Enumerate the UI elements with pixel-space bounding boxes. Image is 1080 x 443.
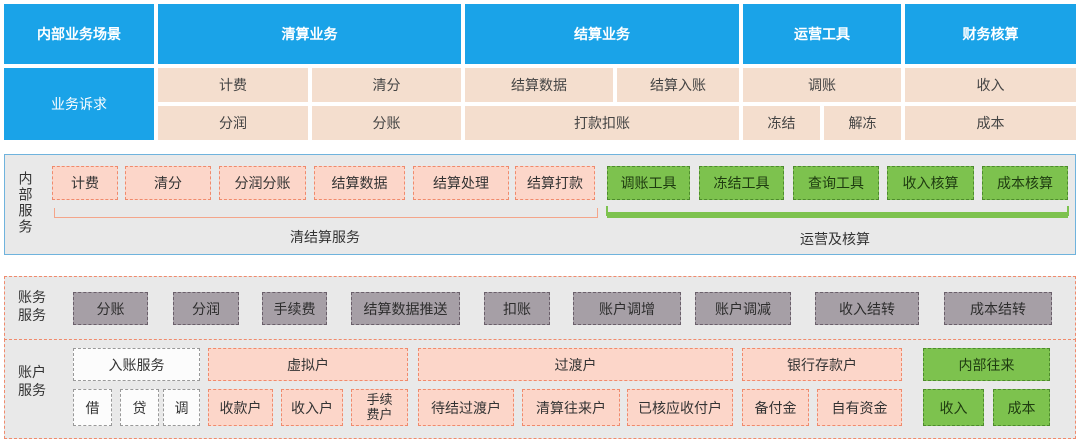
- bank-own-funds: 自有资金: [817, 389, 902, 426]
- demand-split: 分账: [312, 106, 461, 140]
- header-clearing: 清算业务: [158, 4, 461, 64]
- header-scenario: 内部业务场景: [4, 4, 154, 64]
- row-label-demand: 业务诉求: [4, 68, 154, 140]
- demand-income: 收入: [905, 68, 1076, 102]
- demand-settle-entry: 结算入账: [617, 68, 739, 102]
- service-clearing: 清分: [125, 166, 211, 200]
- virtual-income-account: 收入户: [281, 389, 343, 426]
- clearing-bracket: [54, 208, 598, 218]
- transit-pending-account: 待结过渡户: [418, 389, 514, 426]
- service-settle-payout: 结算打款: [515, 166, 595, 200]
- virtual-receipt-account: 收款户: [208, 389, 273, 426]
- demand-clearing: 清分: [312, 68, 461, 102]
- ops-bracket: [607, 212, 1068, 218]
- demand-settle-data: 结算数据: [465, 68, 613, 102]
- account-services-label: 账户服务: [12, 362, 52, 402]
- group-transit-account: 过渡户: [418, 348, 733, 381]
- ops-bracket-right: [1067, 206, 1069, 216]
- demand-unfreeze: 解冻: [824, 106, 901, 140]
- ledger-account-decrease: 账户调减: [695, 292, 791, 325]
- ledger-services-label: 账务服务: [12, 287, 52, 327]
- ledger-fee: 手续费: [262, 292, 327, 325]
- service-profit-split: 分润分账: [219, 166, 306, 200]
- transit-clearing-account: 清算往来户: [522, 389, 620, 426]
- header-settlement: 结算业务: [465, 4, 739, 64]
- internal-services-label: 内部服务: [16, 171, 33, 235]
- tool-query: 查询工具: [793, 166, 879, 200]
- ledger-cost-transfer: 成本结转: [944, 292, 1052, 325]
- ops-bracket-left: [606, 206, 608, 216]
- tool-cost-accounting: 成本核算: [982, 166, 1068, 200]
- virtual-fee-label: 手续费户: [366, 392, 393, 423]
- ledger-settle-push: 结算数据推送: [351, 292, 460, 325]
- service-billing: 计费: [52, 166, 118, 200]
- ledger-account-increase: 账户调增: [573, 292, 681, 325]
- group-virtual-account: 虚拟户: [208, 348, 408, 381]
- demand-payout: 打款扣账: [465, 106, 739, 140]
- demand-billing: 计费: [158, 68, 308, 102]
- service-settle-process: 结算处理: [413, 166, 509, 200]
- demand-profit-share: 分润: [158, 106, 308, 140]
- header-finance: 财务核算: [905, 4, 1076, 64]
- ledger-deduct: 扣账: [484, 292, 550, 325]
- ledger-income-transfer: 收入结转: [815, 292, 919, 325]
- entry-adjust: 调: [163, 389, 200, 426]
- transit-verified-account: 已核应收付户: [627, 389, 733, 426]
- virtual-fee-account: 手续费户: [351, 389, 408, 426]
- group-bank-account: 银行存款户: [742, 348, 902, 381]
- internal-cost: 成本: [993, 389, 1050, 426]
- header-ops: 运营工具: [743, 4, 901, 64]
- ledger-profit-share: 分润: [173, 292, 239, 325]
- service-settle-data: 结算数据: [314, 166, 405, 200]
- entry-credit: 贷: [120, 389, 159, 426]
- internal-income: 收入: [923, 389, 984, 426]
- clearing-group-label: 清结算服务: [290, 230, 360, 246]
- group-internal-transactions: 内部往来: [923, 348, 1050, 381]
- bank-reserve-fund: 备付金: [742, 389, 809, 426]
- tool-income-accounting: 收入核算: [887, 166, 974, 200]
- account-label-text: 账户服务: [18, 365, 46, 399]
- tool-freeze: 冻结工具: [699, 166, 784, 200]
- entry-debit: 借: [73, 389, 112, 426]
- demand-freeze: 冻结: [743, 106, 820, 140]
- ops-group-label: 运营及核算: [800, 232, 870, 248]
- demand-cost: 成本: [905, 106, 1076, 140]
- group-entry-service: 入账服务: [73, 348, 200, 381]
- demand-adjust: 调账: [743, 68, 901, 102]
- ledger-label-text: 账务服务: [18, 290, 46, 324]
- tool-adjust: 调账工具: [607, 166, 690, 200]
- ledger-split: 分账: [73, 292, 148, 325]
